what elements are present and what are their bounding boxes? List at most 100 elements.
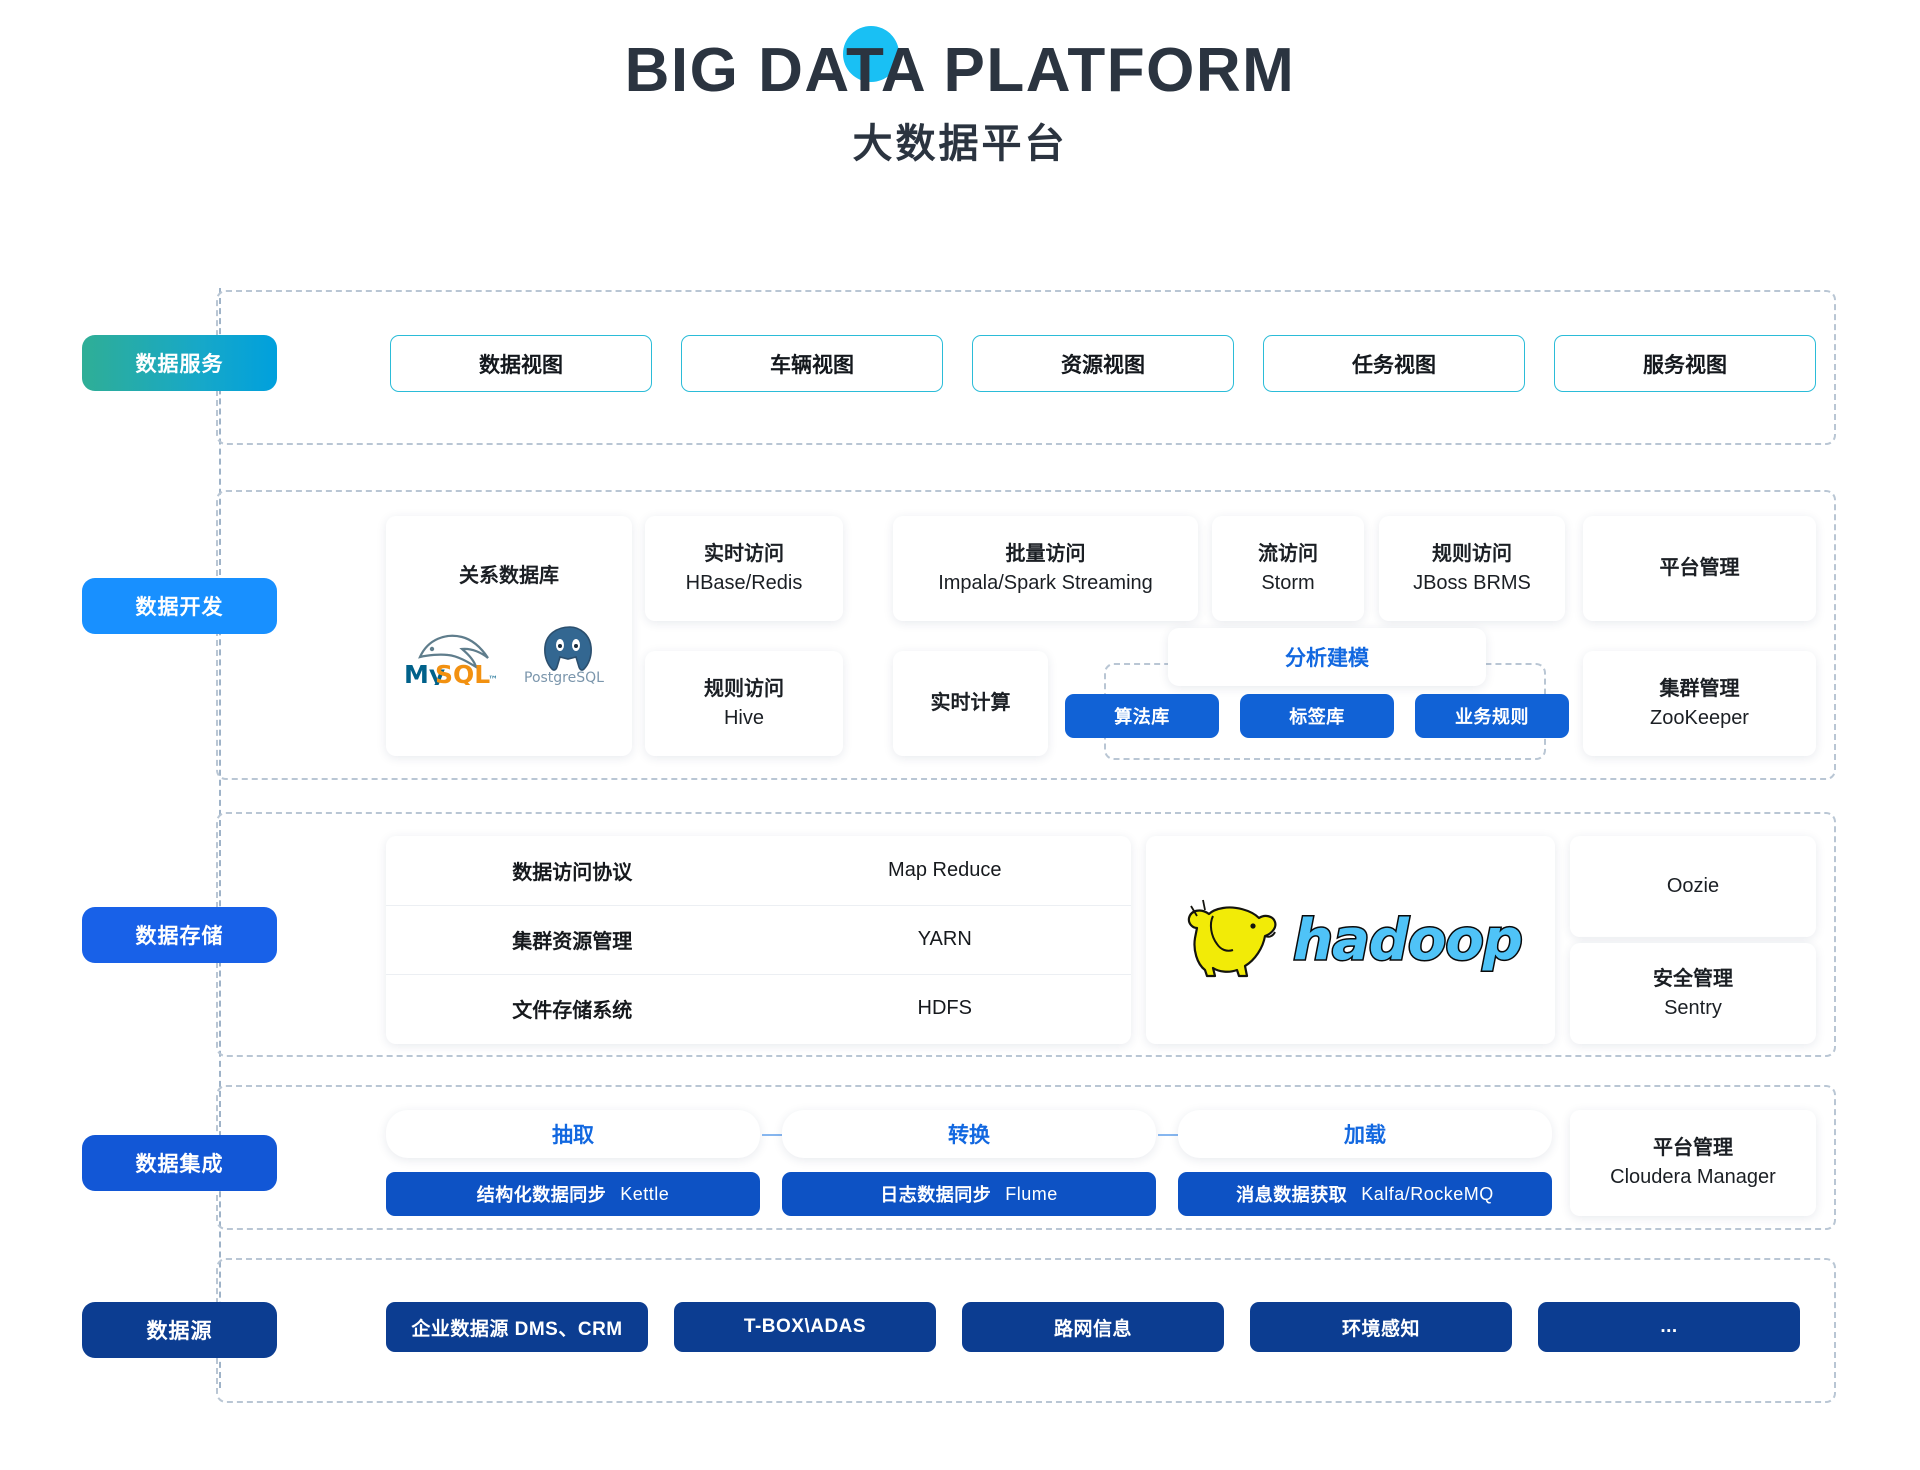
category-label-data-storage: 数据存储	[135, 925, 224, 948]
service-view-box-4[interactable]: 服务视图	[1554, 335, 1816, 392]
analysis-modeling-title: 分析建模	[1285, 647, 1369, 670]
card-dev-cluster-management-line2: ZooKeeper	[1650, 706, 1749, 729]
card-dev-rule-access-hive-line1: 规则访问	[704, 677, 784, 700]
etl-stage-chip-transform[interactable]: 转换	[782, 1110, 1156, 1158]
card-dev-batch-access[interactable]: 批量访问 Impala/Spark Streaming	[893, 516, 1198, 621]
service-view-box-3[interactable]: 任务视图	[1263, 335, 1525, 392]
category-badge-data-development[interactable]: 数据开发	[82, 578, 277, 634]
card-dev-cluster-management-line1: 集群管理	[1659, 677, 1740, 700]
storage-row-value-2: HDFS	[917, 997, 972, 1019]
title-main-wrap: BIG DATA PLATFORM	[624, 26, 1296, 105]
title-main-text: BIG DATA PLATFORM	[624, 36, 1296, 105]
card-dev-rule-access-hive-line2: Hive	[723, 706, 764, 729]
storage-row-name-1: 集群资源管理	[512, 931, 633, 953]
card-integration-platform-management[interactable]: 平台管理 Cloudera Manager	[1570, 1110, 1816, 1216]
etl-connector-1	[1158, 1134, 1180, 1136]
svg-text:My: My	[404, 660, 445, 685]
modeling-pill-algorithm-library[interactable]: 算法库	[1065, 694, 1219, 738]
category-label-data-source: 数据源	[146, 1320, 213, 1343]
card-dev-rule-access-jboss-line2: JBoss BRMS	[1413, 571, 1531, 594]
service-view-label-0: 数据视图	[479, 353, 563, 377]
table-row[interactable]: 集群资源管理 YARN	[386, 905, 1131, 974]
card-dev-stream-access[interactable]: 流访问 Storm	[1212, 516, 1364, 621]
postgresql-logo-icon: PostgreSQL	[524, 626, 604, 685]
table-row[interactable]: 文件存储系统 HDFS	[386, 974, 1131, 1043]
etl-stage-label-2: 加载	[1344, 1124, 1386, 1147]
modeling-pill-business-rules[interactable]: 业务规则	[1415, 694, 1569, 738]
etl-pill-structured-sync[interactable]: 结构化数据同步 Kettle	[386, 1172, 760, 1216]
hadoop-wordmark: hadoop	[1292, 906, 1525, 974]
card-dev-stream-access-line1: 流访问	[1258, 542, 1318, 565]
modeling-pill-tag-library[interactable]: 标签库	[1240, 694, 1394, 738]
card-dev-realtime-access[interactable]: 实时访问 HBase/Redis	[645, 516, 843, 621]
mysql-logo-icon: My SQL ™	[404, 634, 498, 685]
card-dev-batch-access-line1: 批量访问	[1005, 542, 1086, 565]
card-dev-realtime-compute-line1: 实时计算	[930, 692, 1011, 714]
relational-database-title: 关系数据库	[459, 565, 559, 587]
hadoop-logo-group: hadoop	[1179, 898, 1525, 982]
card-storage-security-line1: 安全管理	[1653, 967, 1733, 990]
service-view-label-4: 服务视图	[1643, 353, 1727, 377]
hadoop-elephant-icon	[1187, 899, 1277, 978]
card-dev-realtime-access-line2: HBase/Redis	[685, 571, 803, 594]
service-view-box-1[interactable]: 车辆视图	[681, 335, 943, 392]
storage-row-value-0: Map Reduce	[888, 859, 1002, 881]
analysis-modeling-title-card: 分析建模	[1168, 628, 1486, 686]
card-dev-platform-management[interactable]: 平台管理	[1583, 516, 1816, 621]
card-dev-stream-access-line2: Storm	[1261, 571, 1315, 594]
card-storage-oozie[interactable]: Oozie	[1570, 836, 1816, 937]
etl-pill-message-fetch[interactable]: 消息数据获取 Kalfa/RockeMQ	[1178, 1172, 1552, 1216]
etl-pill-name-2: 消息数据获取	[1236, 1185, 1348, 1205]
category-badge-data-integration[interactable]: 数据集成	[82, 1135, 277, 1191]
data-source-label-4: ...	[1660, 1316, 1678, 1337]
etl-stage-chip-extract[interactable]: 抽取	[386, 1110, 760, 1158]
category-badge-data-storage[interactable]: 数据存储	[82, 907, 277, 963]
data-source-label-0: 企业数据源 DMS、CRM	[411, 1318, 623, 1340]
card-relational-database[interactable]: 关系数据库 My SQL ™ PostgreSQL	[386, 516, 632, 756]
card-dev-rule-access-hive[interactable]: 规则访问 Hive	[645, 651, 843, 756]
storage-row-name-2: 文件存储系统	[512, 1000, 633, 1022]
category-badge-data-service[interactable]: 数据服务	[82, 335, 277, 391]
layer-connector-line	[219, 288, 221, 1388]
etl-pill-name-0: 结构化数据同步	[476, 1185, 607, 1205]
etl-pill-name-1: 日志数据同步	[880, 1185, 992, 1205]
etl-pill-tool-2: Kalfa/RockeMQ	[1361, 1183, 1494, 1204]
storage-row-value-1: YARN	[917, 928, 972, 950]
data-source-label-3: 环境感知	[1341, 1318, 1420, 1340]
etl-pill-tool-0: Kettle	[620, 1183, 670, 1204]
category-label-data-service: 数据服务	[135, 353, 224, 376]
service-view-label-3: 任务视图	[1352, 353, 1436, 377]
data-source-pill-1[interactable]: T-BOX\ADAS	[674, 1302, 936, 1352]
svg-text:PostgreSQL: PostgreSQL	[524, 670, 604, 685]
data-source-pill-2[interactable]: 路网信息	[962, 1302, 1224, 1352]
card-dev-cluster-management[interactable]: 集群管理 ZooKeeper	[1583, 651, 1816, 756]
service-view-label-1: 车辆视图	[770, 353, 854, 377]
data-source-pill-0[interactable]: 企业数据源 DMS、CRM	[386, 1302, 648, 1352]
service-view-box-2[interactable]: 资源视图	[972, 335, 1234, 392]
modeling-pill-label-1: 标签库	[1289, 707, 1345, 727]
etl-connector-0	[762, 1134, 784, 1136]
card-dev-platform-management-line1: 平台管理	[1659, 557, 1740, 579]
hadoop-logo-card[interactable]: hadoop	[1146, 836, 1555, 1044]
card-dev-rule-access-jboss-line1: 规则访问	[1432, 542, 1512, 565]
card-dev-batch-access-line2: Impala/Spark Streaming	[938, 571, 1153, 594]
title-accent-circle-icon	[842, 26, 899, 82]
svg-text:™: ™	[488, 675, 498, 685]
card-storage-oozie-line1: Oozie	[1666, 875, 1720, 897]
svg-text:SQL: SQL	[435, 660, 490, 685]
card-dev-rule-access-jboss[interactable]: 规则访问 JBoss BRMS	[1379, 516, 1565, 621]
category-label-data-integration: 数据集成	[135, 1153, 224, 1176]
service-view-box-0[interactable]: 数据视图	[390, 335, 652, 392]
card-storage-security-line2: Sentry	[1664, 996, 1722, 1019]
category-badge-data-source[interactable]: 数据源	[82, 1302, 277, 1358]
data-source-pill-3[interactable]: 环境感知	[1250, 1302, 1512, 1352]
modeling-pill-label-2: 业务规则	[1455, 707, 1529, 727]
data-source-pill-4[interactable]: ...	[1538, 1302, 1800, 1352]
group-data-development	[216, 490, 1836, 780]
card-dev-realtime-compute[interactable]: 实时计算	[893, 651, 1048, 756]
table-row[interactable]: 数据访问协议 Map Reduce	[386, 836, 1131, 905]
card-storage-security-sentry[interactable]: 安全管理 Sentry	[1570, 943, 1816, 1044]
etl-stage-chip-load[interactable]: 加载	[1178, 1110, 1552, 1158]
